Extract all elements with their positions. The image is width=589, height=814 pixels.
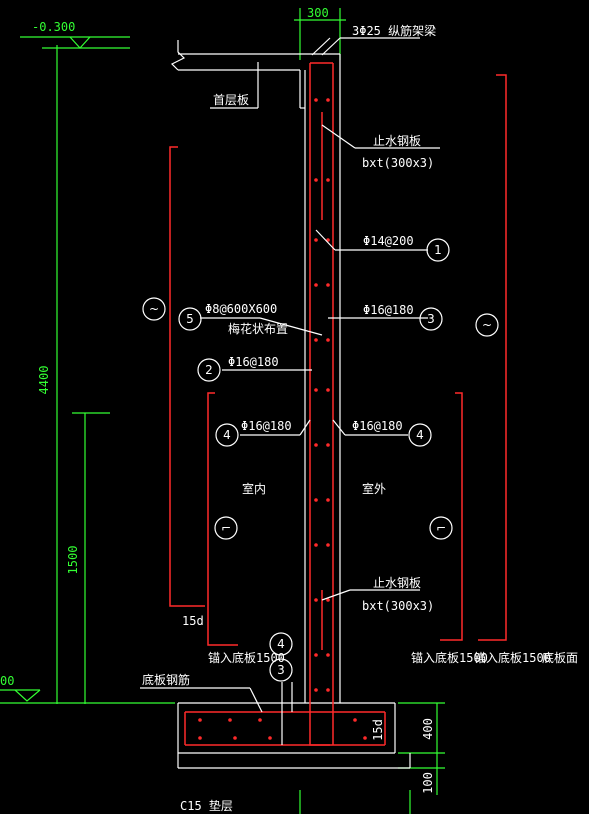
dim-1500: 1500 (66, 546, 80, 575)
dim-100: 100 (421, 772, 435, 794)
leader-lines (140, 124, 440, 745)
anchor-right-label-2: 锚入底板1500 (474, 650, 551, 665)
waterstop-top-spec: bxt(300x3) (362, 156, 434, 170)
dim-wall-thickness: 300 (307, 6, 329, 20)
elevation-top-label: -0.300 (32, 20, 75, 34)
bubble-4-right: 4 (416, 428, 424, 442)
bubble-left-bracket-1: ~ (149, 302, 159, 316)
anchor-left-label: 锚入底板1500 (208, 650, 285, 665)
bar-2-label: Φ16@180 (228, 355, 279, 369)
bubble-3: 3 (427, 312, 435, 326)
outdoor-label: 室外 (362, 481, 386, 496)
rebar-lines (169, 62, 507, 746)
bubble-3-bottom: 3 (277, 663, 285, 677)
tie-5-note: 梅花状布置 (228, 321, 288, 336)
dim-15d-slab: 15d (371, 719, 385, 741)
waterstop-bottom-spec: bxt(300x3) (362, 599, 434, 613)
rebar-dots (198, 98, 367, 740)
slab-rebar-label: 底板钢筋 (142, 672, 190, 687)
bubble-4-left: 4 (223, 428, 231, 442)
elevation-bottom-label: 00 (0, 674, 14, 688)
dim-400: 400 (421, 718, 435, 740)
bar-4-left-label: Φ16@180 (241, 419, 292, 433)
anchor-right-label-1: 锚入底板1500 (411, 650, 488, 665)
slab-bottom-face-label: 底板面 (542, 650, 578, 665)
bar-4-right-label: Φ16@180 (352, 419, 403, 433)
dim-15d-label: 15d (182, 614, 204, 628)
cushion-label: C15 垫层 (180, 798, 233, 813)
waterstop-bottom-label: 止水钢板 (373, 576, 421, 590)
bubble-5: 5 (186, 312, 194, 326)
dim-4400: 4400 (37, 366, 51, 395)
indoor-label: 室内 (242, 481, 266, 496)
bubble-4-bottom: 4 (277, 637, 285, 651)
concrete-outline (170, 37, 420, 769)
dimension-lines (0, 8, 445, 814)
bubble-2: 2 (205, 363, 213, 377)
bubble-1: 1 (434, 243, 442, 257)
callout-bubbles: 1 5 3 2 4 4 4 3 ~ ~ ⌐ ⌐ (142, 238, 499, 682)
bar-1-label: Φ14@200 (363, 234, 414, 248)
tie-5-label: Φ8@600X600 (205, 302, 277, 316)
top-bars-label: 3Φ25 纵筋架梁 (352, 23, 436, 38)
bar-3-label: Φ16@180 (363, 303, 414, 317)
bubble-left-bracket-2: ⌐ (221, 521, 231, 535)
first-floor-slab-label: 首层板 (213, 93, 249, 107)
bubble-right-bracket-2: ⌐ (436, 521, 446, 535)
bubble-right-bracket-1: ~ (482, 318, 492, 332)
waterstop-top-label: 止水钢板 (373, 134, 421, 148)
